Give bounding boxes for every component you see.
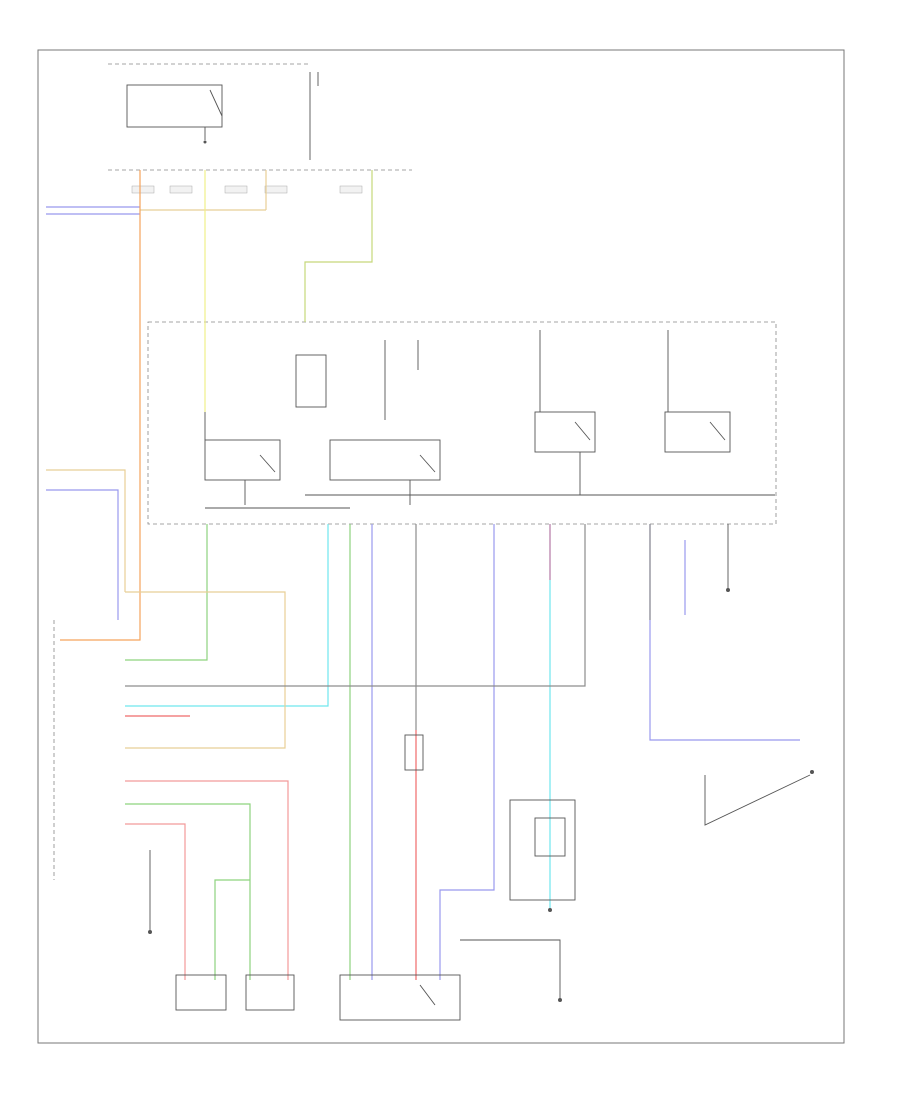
left-leads-top: [46, 206, 266, 215]
wire-tan-pcm: [125, 591, 286, 749]
wire-pink: [125, 780, 289, 980]
ground-dot-far-right: [810, 770, 814, 774]
a-c-compressor: [509, 799, 576, 901]
wire-blue-2: [439, 524, 495, 980]
condenser-fan-relay: [534, 330, 596, 453]
ground-dot-sensor: [548, 908, 552, 912]
ground-lead-right: [704, 774, 811, 826]
a-c-clutch-relay: [204, 412, 281, 505]
wire-gray-right: [649, 524, 800, 741]
relay-box-frame: [147, 321, 777, 525]
wire-gray-pcm: [125, 524, 586, 687]
ground-dot-bottom: [558, 998, 562, 1002]
wire-blue-left: [46, 489, 119, 620]
a-c-clutch: [339, 974, 461, 1021]
wire-pink-2: [125, 823, 186, 980]
ground-dot-right: [726, 588, 730, 592]
condenser-fan-motor: [245, 974, 295, 1011]
ground-lead-bottom: [460, 939, 561, 1000]
ground-dot-left: [148, 930, 152, 934]
connector-pins-top: [131, 185, 363, 194]
radiator-fan-motor: [175, 974, 227, 1011]
wire-cyan: [125, 524, 329, 707]
wire-green: [125, 524, 208, 661]
wire-tan-left: [46, 469, 126, 592]
a-c-pressure-sensor: [404, 734, 424, 771]
diagram-frame: [37, 49, 845, 1044]
fuse-box-top: [108, 63, 319, 160]
wire-green-sensor: [125, 803, 251, 980]
relay-box-bus: [205, 452, 775, 509]
radiator-fan-relay: [664, 330, 731, 453]
wire-green-3: [214, 879, 250, 980]
wire-orange: [60, 170, 141, 641]
wire-yellow-green: [304, 170, 373, 322]
small-relay: [295, 340, 419, 420]
a-c-compressor-clutch-relay: [329, 439, 441, 505]
